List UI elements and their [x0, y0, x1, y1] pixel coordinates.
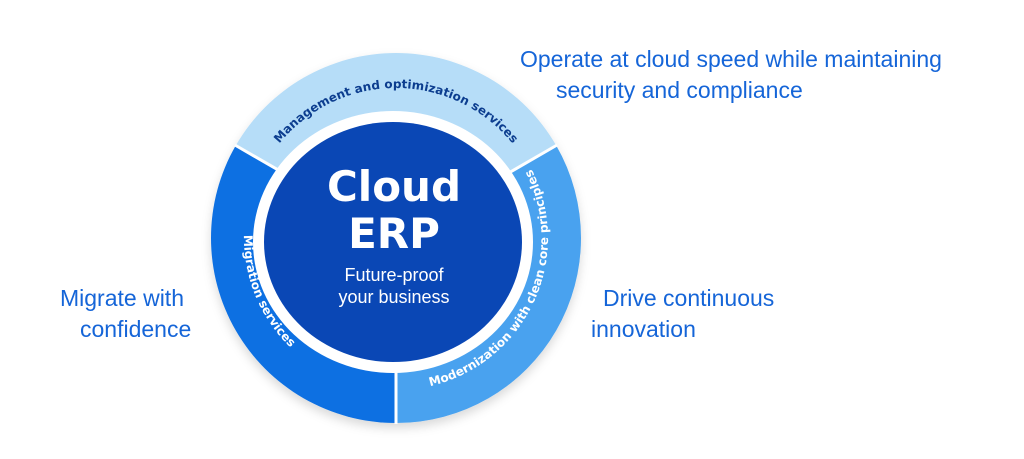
cloud-erp-core [264, 122, 522, 362]
outcome-innovation-line1: Drive continuous [603, 285, 774, 311]
core-subtitle-line2: your business [338, 287, 449, 307]
outcome-operate-line1: Operate at cloud speed while maintaining [520, 46, 942, 72]
core-subtitle-line1: Future-proof [344, 265, 444, 285]
outcome-migrate-line1: Migrate with [60, 285, 184, 311]
core-title-line1: Cloud [327, 162, 461, 211]
outcome-migrate-line2: confidence [80, 316, 191, 342]
core-title-line2: ERP [348, 209, 440, 258]
outcome-innovation-line2: innovation [591, 316, 696, 342]
outcome-operate-line2: security and compliance [556, 77, 803, 103]
